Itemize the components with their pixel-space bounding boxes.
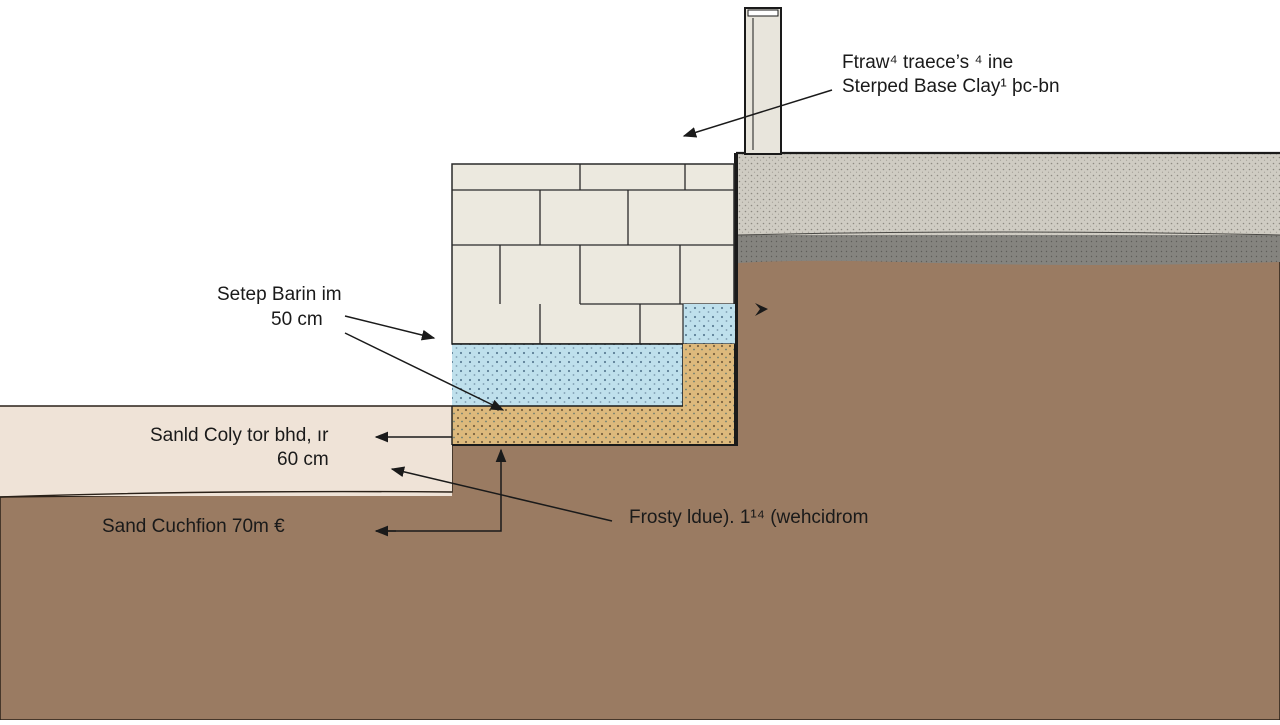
arrow-step-2 bbox=[344, 332, 505, 411]
label-frost: Frosty ldue). 1¹⁴ (wehcidrom bbox=[629, 507, 868, 528]
label-cushion: Sand Cuchfion 70m € bbox=[102, 516, 285, 537]
label-step-line1: Setep Barin im bbox=[217, 284, 342, 305]
natural-ground bbox=[0, 257, 1280, 721]
arrow-top-right bbox=[682, 89, 833, 138]
label-step-line2: 50 cm bbox=[271, 309, 323, 330]
label-sand-line2: 60 cm bbox=[277, 449, 329, 470]
label-top-right-line2: Sterped Base Clay¹ þc-bn bbox=[842, 76, 1060, 97]
left-surface-bottom-line bbox=[0, 490, 453, 498]
vertical-post bbox=[744, 7, 782, 155]
pavement-section bbox=[736, 151, 1280, 265]
arrow-frost bbox=[390, 466, 613, 522]
annotation-arrows bbox=[344, 89, 833, 537]
label-top-right-line1: Ftraw⁴ traece’s ⁴ ine bbox=[842, 52, 1013, 73]
gravel-layer bbox=[452, 304, 735, 406]
arrow-step-1 bbox=[344, 315, 436, 341]
label-sand-line1: Sanld Coly tor bhd, ır bbox=[150, 425, 329, 446]
left-surface-layer bbox=[0, 406, 452, 496]
small-arrowhead bbox=[755, 303, 768, 316]
arrow-cushion bbox=[376, 448, 507, 532]
